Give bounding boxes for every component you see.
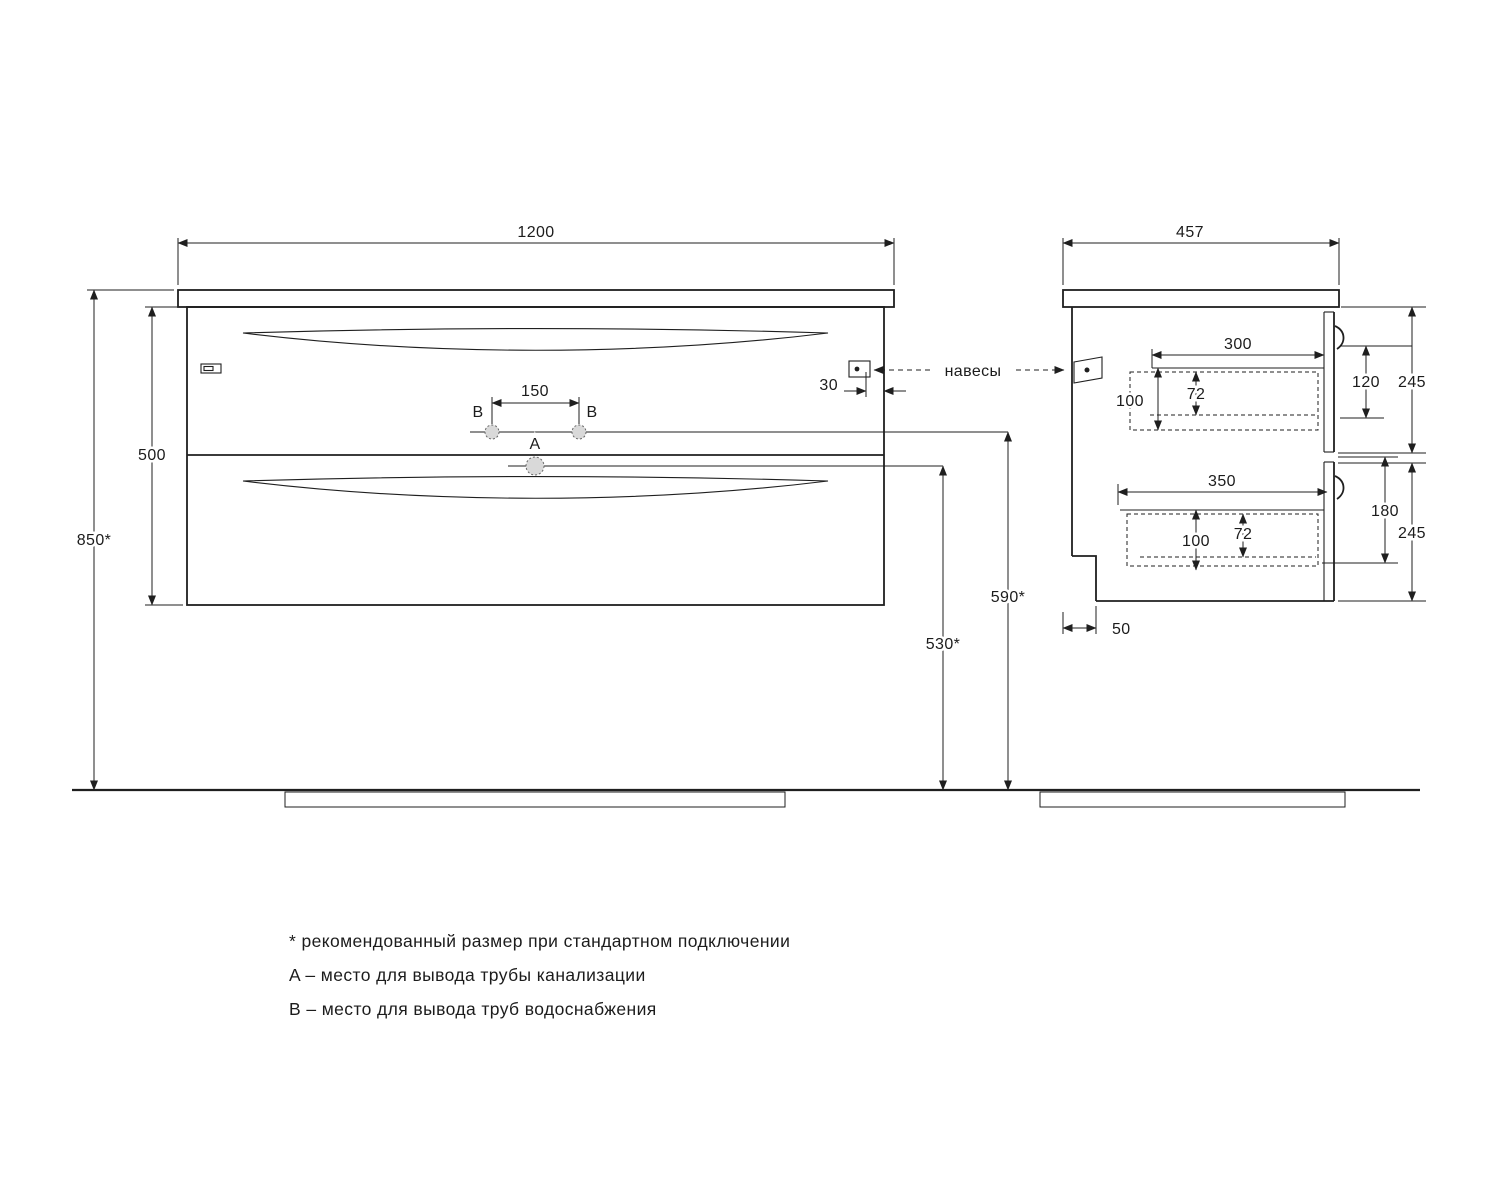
side-hanger-screw [1084, 367, 1090, 373]
side-countertop [1062, 289, 1340, 308]
front-dimensions: 1200 500 850* 150 B B A 30 навесы [74, 224, 1065, 791]
dim-lower-front-height: 245 [1398, 525, 1426, 542]
note-recommended: * рекомендованный размер при стандартном… [289, 931, 790, 951]
water-hole-right [571, 424, 587, 440]
front-cabinet-body [186, 306, 885, 606]
label-b-right: B [586, 404, 597, 421]
lower-drawer-handle [242, 475, 829, 499]
side-hanger-bracket [1073, 356, 1103, 384]
upper-drawer-handle [242, 327, 829, 351]
water-hole-left [484, 424, 500, 440]
dim-lower-drawer-inner: 72 [1234, 526, 1253, 543]
upper-handle-profile [1334, 325, 1345, 350]
logo-plate-inner [203, 365, 214, 372]
drain-hole [525, 456, 545, 476]
notes: * рекомендованный размер при стандартном… [289, 931, 790, 1019]
side-back-recess [1072, 555, 1097, 601]
dim-mount-height: 850* [77, 532, 112, 549]
dim-upper-offset: 120 [1352, 374, 1380, 391]
note-b: B – место для вывода труб водоснабжения [289, 999, 657, 1019]
dim-lower-drawer-height: 100 [1182, 533, 1210, 550]
logo-plate [200, 363, 222, 374]
lower-drawer-box [1126, 513, 1319, 567]
dim-hanger-offset: 30 [819, 377, 838, 394]
front-view [177, 289, 895, 606]
note-a: A – место для вывода трубы канализации [289, 965, 646, 985]
floor [72, 788, 1420, 808]
dim-upper-drawer-depth: 300 [1224, 336, 1252, 353]
side-dimensions: 457 300 100 72 120 245 350 100 72 [1062, 224, 1428, 641]
dim-side-depth: 457 [1176, 224, 1204, 241]
label-a: A [529, 436, 540, 453]
ground-hatch-left [284, 791, 786, 808]
dim-front-height: 500 [138, 447, 166, 464]
dim-lower-offset: 180 [1371, 503, 1399, 520]
dim-back-recess: 50 [1112, 621, 1131, 638]
ground-hatch-right [1039, 791, 1346, 808]
dim-upper-front-height: 245 [1398, 374, 1426, 391]
front-countertop [177, 289, 895, 308]
dim-upper-drawer-inner: 72 [1187, 386, 1206, 403]
dim-upper-drawer-height: 100 [1116, 393, 1144, 410]
front-hanger-screw [854, 366, 860, 372]
lower-handle-profile [1334, 475, 1345, 500]
dim-lower-drawer-depth: 350 [1208, 473, 1236, 490]
label-b-left: B [472, 404, 483, 421]
side-view [1062, 289, 1345, 602]
front-hanger-bracket [848, 360, 871, 378]
dim-drain-height: 530* [926, 636, 961, 653]
upper-drawer-box [1129, 371, 1319, 431]
dim-water-height: 590* [991, 589, 1026, 606]
dim-tap-spacing: 150 [521, 383, 549, 400]
label-hangers: навесы [945, 363, 1002, 380]
dim-front-width: 1200 [517, 224, 554, 241]
